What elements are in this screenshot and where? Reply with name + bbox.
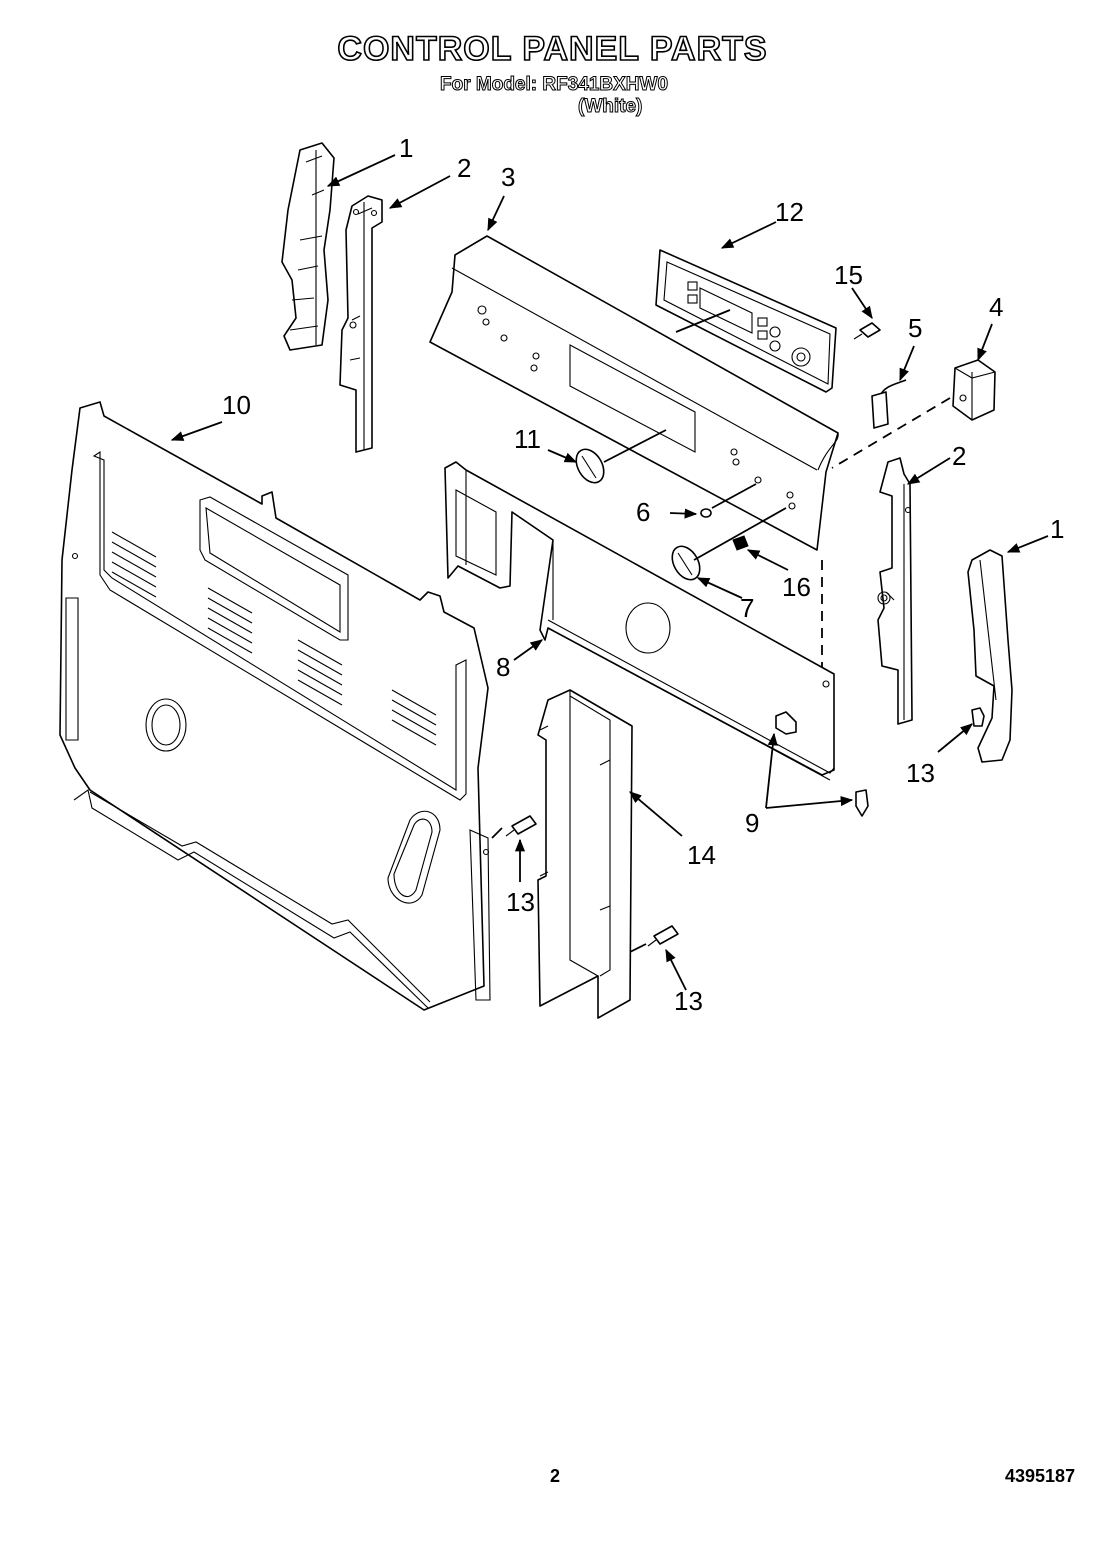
part-1-right-side-trim bbox=[967, 549, 1013, 763]
part-10-rear-panel bbox=[59, 401, 491, 1011]
part-5-wire-harness bbox=[871, 379, 907, 429]
part-6-clip bbox=[700, 508, 712, 518]
page-title: CONTROL PANEL PARTS bbox=[337, 29, 768, 69]
part-2-right-bracket bbox=[877, 457, 913, 725]
callout-13-right: 13 bbox=[906, 758, 935, 788]
callout-16: 16 bbox=[782, 572, 811, 602]
callout-15: 15 bbox=[834, 260, 863, 290]
callout-1-right: 1 bbox=[1050, 514, 1064, 544]
part-11-knob bbox=[575, 448, 605, 484]
part-9-screws bbox=[775, 711, 869, 817]
part-14-side-cover bbox=[537, 689, 633, 1019]
color-variant: (White) bbox=[577, 96, 643, 118]
part-1-left-side-trim bbox=[281, 142, 335, 351]
callout-8: 8 bbox=[496, 652, 510, 682]
callout-1: 1 bbox=[399, 133, 413, 163]
part-13-screw-bottom bbox=[647, 925, 679, 947]
callout-9: 9 bbox=[745, 808, 759, 838]
part-15-screw bbox=[853, 322, 881, 340]
callout-labels: 1 2 3 12 15 5 4 10 11 2 6 16 1 7 8 13 9 … bbox=[222, 133, 1064, 1016]
callout-2-right: 2 bbox=[952, 441, 966, 471]
callout-11: 11 bbox=[514, 424, 541, 454]
part-4-switch-box bbox=[952, 359, 996, 421]
callout-13-lower: 13 bbox=[506, 887, 535, 917]
callout-3: 3 bbox=[501, 162, 515, 192]
page-number: 2 bbox=[550, 1466, 561, 1486]
document-number: 4395187 bbox=[1005, 1466, 1076, 1486]
alignment-dash-line bbox=[831, 397, 951, 469]
callout-10: 10 bbox=[222, 390, 251, 420]
part-12-display-board bbox=[655, 249, 837, 393]
model-line: For Model: RF341BXHW0 bbox=[439, 74, 669, 96]
part-7-knob bbox=[671, 545, 701, 581]
part-2-left-bracket bbox=[339, 195, 383, 453]
callout-7: 7 bbox=[740, 593, 754, 623]
leader-lines bbox=[170, 154, 1049, 991]
callout-4: 4 bbox=[989, 292, 1003, 322]
callout-12: 12 bbox=[775, 197, 804, 227]
callout-2: 2 bbox=[457, 153, 471, 183]
callout-14: 14 bbox=[687, 840, 716, 870]
callout-13-bottom: 13 bbox=[674, 986, 703, 1016]
callout-6: 6 bbox=[636, 497, 650, 527]
part-16-screw bbox=[732, 535, 749, 551]
part-8-manifold-panel bbox=[444, 461, 835, 781]
part-13-screw-right bbox=[971, 707, 985, 727]
part-3-control-panel bbox=[429, 235, 839, 551]
part-13-screw-lower bbox=[505, 815, 537, 837]
callout-5: 5 bbox=[908, 313, 922, 343]
